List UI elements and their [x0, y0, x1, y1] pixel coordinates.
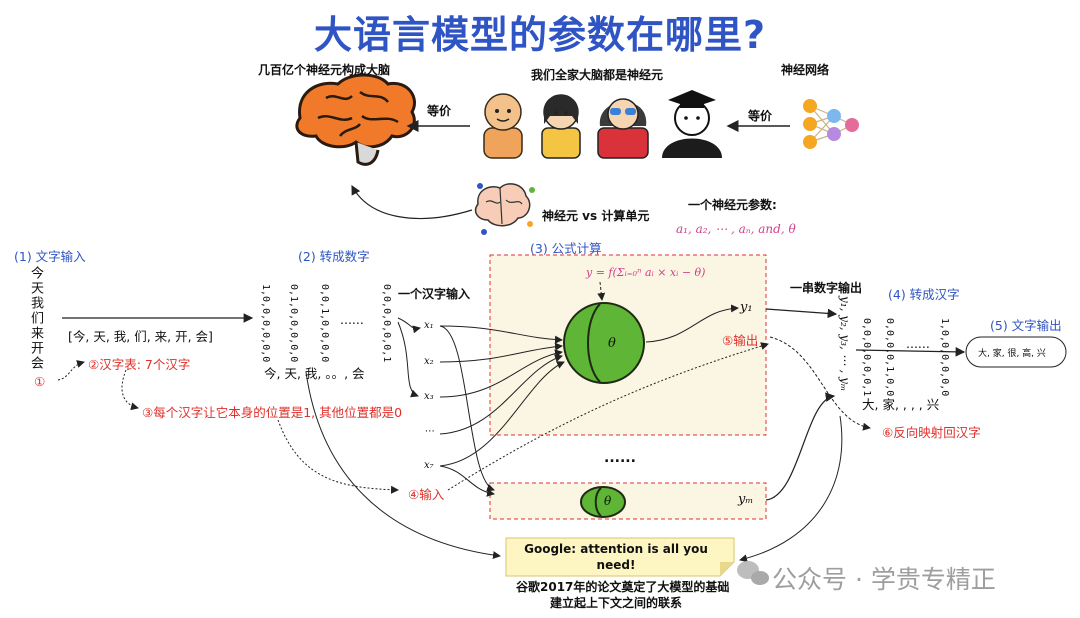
middle-dots: ......: [604, 450, 636, 466]
neuron-formula: y = f(Σᵢ₌₀ⁿ aᵢ × xᵢ − θ): [586, 266, 706, 279]
out-ellipsis: ......: [906, 336, 930, 351]
y-sequence: y₁, y₂, y₃, ⋯ , yₘ: [838, 296, 852, 392]
out-chars: 大, 家, , , , 兴: [862, 397, 940, 412]
bottom-note-line2: 建立起上下文之间的联系: [550, 596, 683, 610]
neuron-theta: θ: [608, 336, 616, 351]
chars-row: 今, 天, 我, 。。, 会: [264, 366, 365, 381]
circle-1: ①: [34, 374, 46, 389]
step1-label: (1) 文字输入: [14, 249, 86, 264]
input-chars: 今天我们来开会: [28, 266, 43, 371]
brain-label: 几百亿个神经元构成大脑: [258, 63, 391, 77]
wechat-icon: [737, 561, 769, 585]
x-label: x₁: [424, 320, 434, 331]
num-output-label: 一串数字输出: [790, 281, 863, 295]
output-label: ⑤输出: [722, 333, 759, 348]
step4-label: (4) 转成汉字: [888, 287, 960, 302]
x-label: x₃: [424, 391, 434, 402]
google-note-text: Google: attention is all you need!: [524, 542, 708, 572]
person-mother-icon: [597, 98, 649, 159]
brain-icon: [295, 73, 416, 166]
output-neuron-panel: [489, 482, 767, 520]
onehot-col: 0,1,0,0,0,0,0: [288, 284, 299, 363]
neuron-small-theta: θ: [604, 494, 612, 508]
out-col: 0,0,0,0,1,0,0: [884, 318, 895, 397]
input-connections: [439, 325, 565, 497]
nn-label: 神经网络: [781, 63, 830, 77]
reverse-note: ⑥反向映射回汉字: [882, 425, 981, 440]
neuron-large: [563, 302, 645, 384]
google-note: [505, 537, 735, 577]
step5-label: (5) 文字输出: [990, 318, 1062, 333]
onehot-ellipsis: ......: [340, 312, 364, 327]
ym-label: yₘ: [738, 492, 754, 507]
vocab-list: [今, 天, 我, 们, 来, 开, 会]: [68, 329, 213, 344]
onehot-col: 1,0,0,0,0,0,0: [260, 284, 271, 363]
neural-network-icon: [803, 99, 859, 149]
output-text-box: [965, 336, 1067, 368]
neuron-vs-label: 神经元 vs 计算单元: [542, 209, 650, 223]
output-text: 大, 家, 很, 高, 兴: [978, 349, 1046, 359]
person-girl-icon: [541, 94, 581, 159]
x-label: x₂: [424, 356, 434, 367]
one-char-input-label: 一个汉字输入: [398, 287, 471, 301]
neuron-small: [580, 486, 626, 518]
onehot-col: 0,0,1,0,0,0,0: [319, 284, 330, 363]
x-dots: ⋯: [424, 426, 434, 437]
family-label: 我们全家大脑都是神经元: [531, 68, 664, 82]
step3-label: (3) 公式计算: [530, 241, 602, 256]
out-col: 0,0,0,0,0,0,1: [861, 318, 872, 397]
person-father-graduate-icon: [662, 90, 722, 158]
param-title: 一个神经元参数:: [688, 198, 777, 212]
small-brain-icon: [474, 183, 535, 235]
onehot-col: 0,0,0,0,0,0,1: [381, 284, 392, 363]
page-title: 大语言模型的参数在哪里?: [313, 13, 767, 57]
y1-label: y₁: [740, 300, 753, 315]
bottom-note-line1: 谷歌2017年的论文奠定了大模型的基础: [516, 580, 730, 594]
param-formula: a₁, a₂, ⋯ , aₙ, and, θ: [676, 222, 796, 236]
step2-label: (2) 转成数字: [298, 249, 370, 264]
input-label: ④输入: [408, 487, 445, 502]
vocab-note: ②汉字表: 7个汉字: [88, 357, 191, 372]
position-note: ③每个汉字让它本身的位置是1, 其他位置都是0: [142, 405, 403, 420]
x-label: x₇: [424, 460, 434, 471]
equiv-left-label: 等价: [427, 104, 452, 118]
out-col: 1,0,0,0,0,0,0: [939, 318, 950, 397]
equiv-right-label: 等价: [748, 109, 773, 123]
watermark-text: 公众号 · 学贵专精正: [772, 565, 996, 594]
person-boy-icon: [483, 93, 523, 159]
